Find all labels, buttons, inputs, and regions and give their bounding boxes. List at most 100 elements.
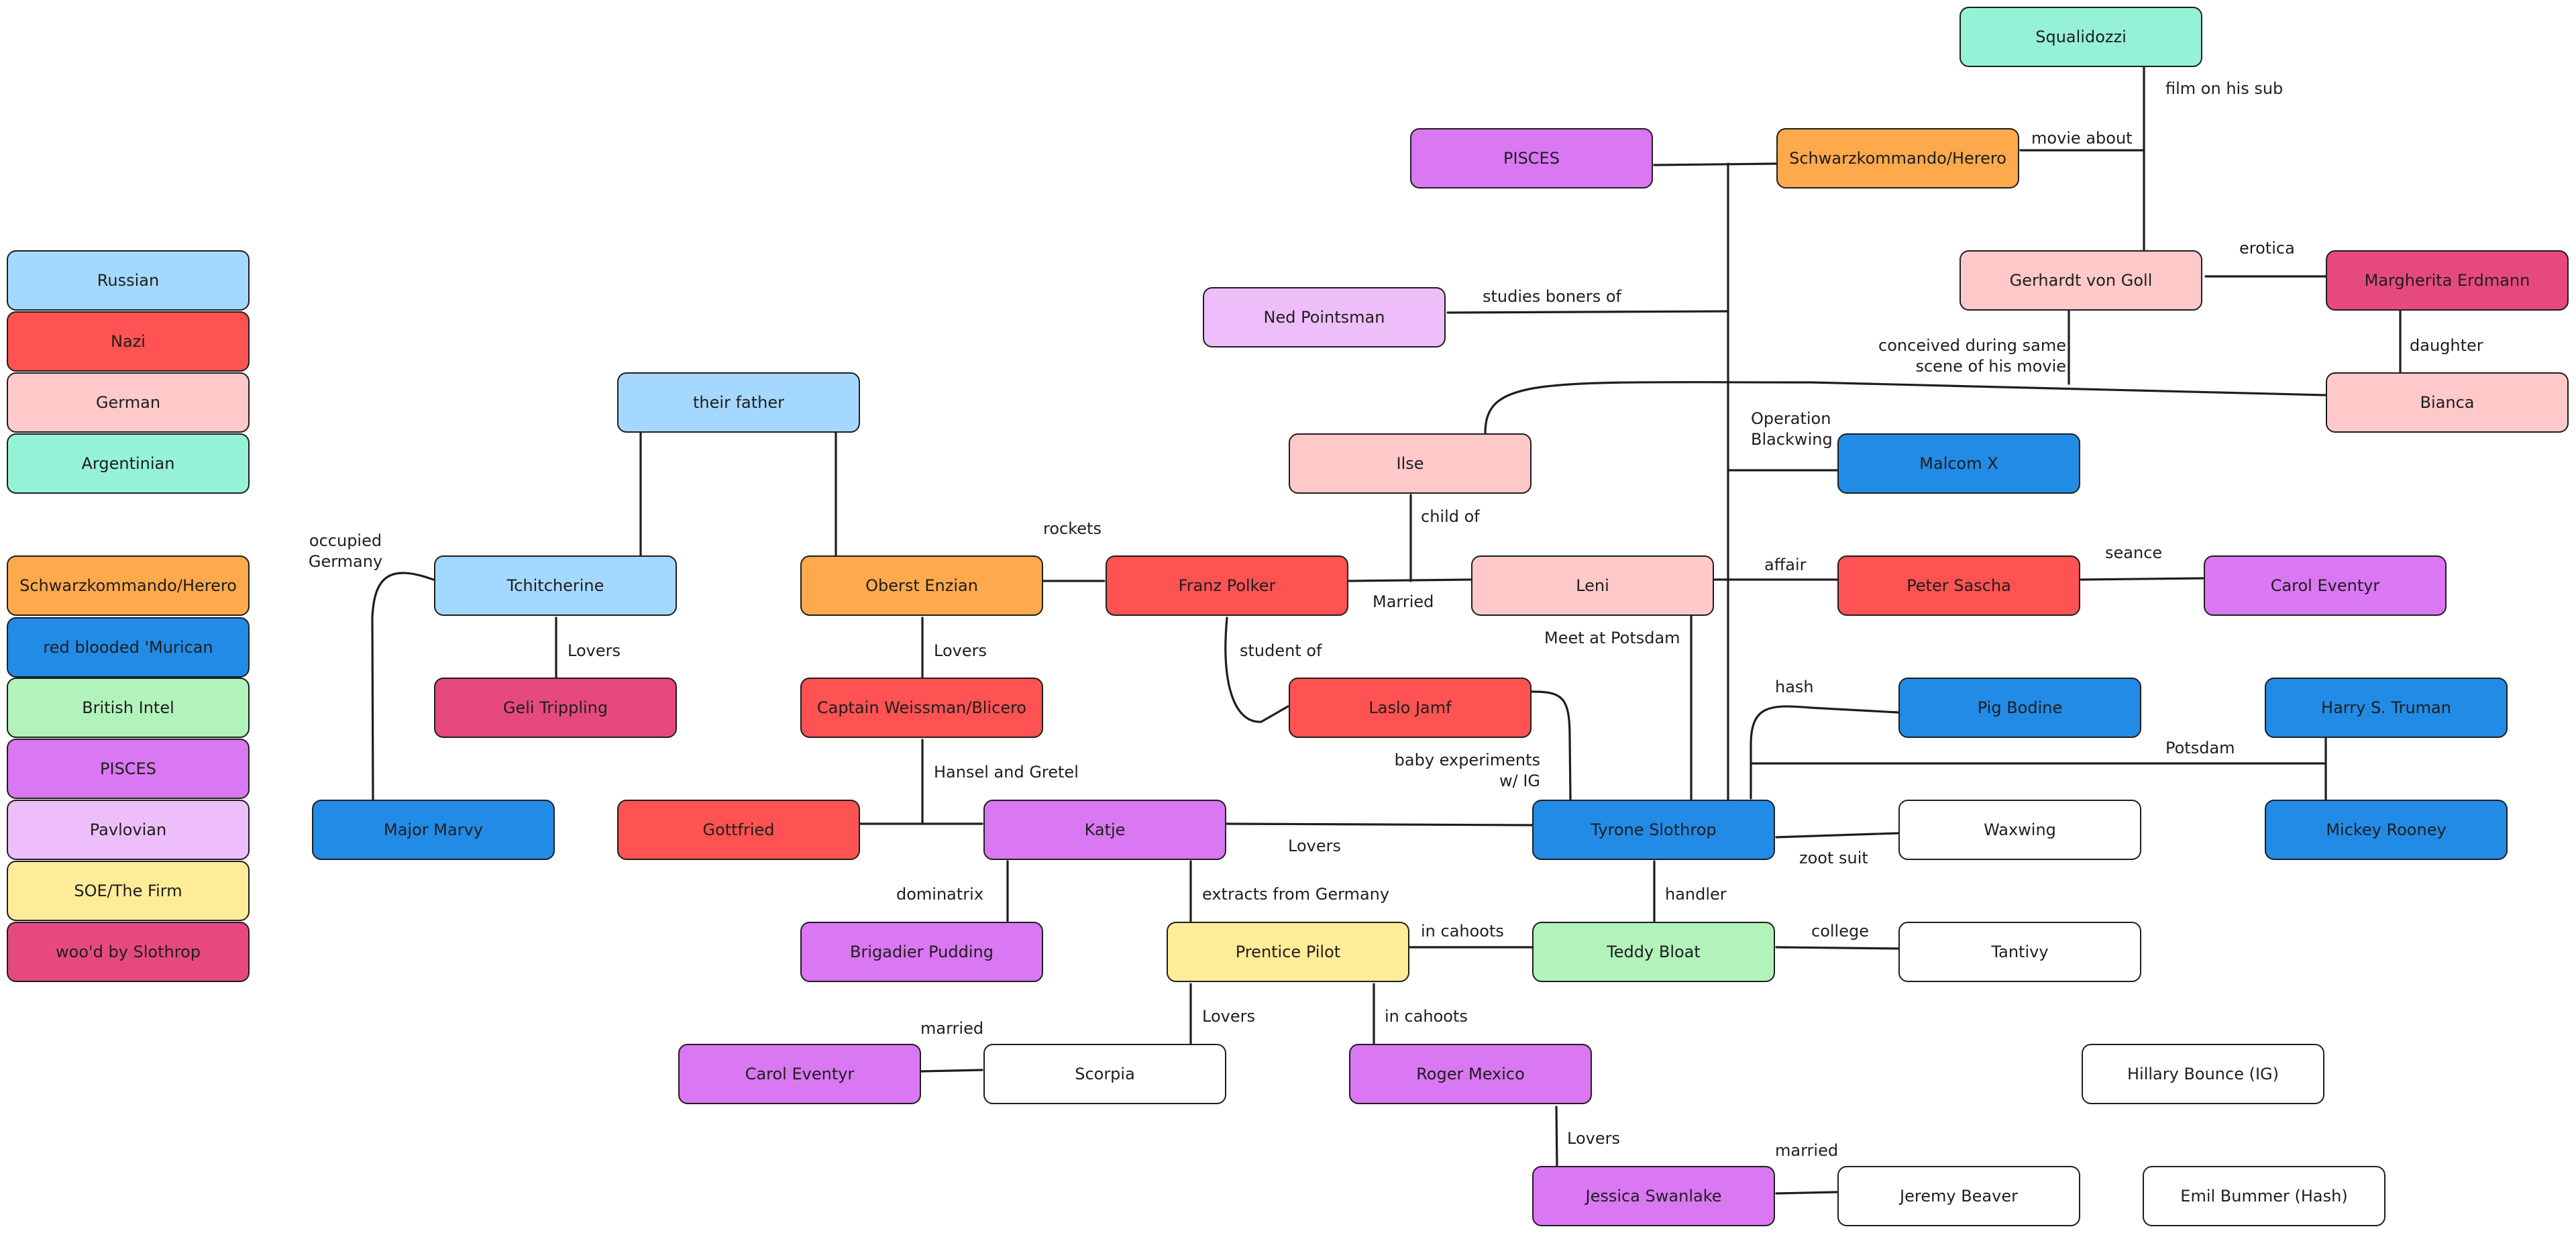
node-katje[interactable]: Katje (983, 800, 1226, 860)
node-geli-trippling[interactable]: Geli Trippling (434, 678, 677, 738)
node-oberst-enzian[interactable]: Oberst Enzian (800, 555, 1043, 616)
label-operation: Operation Blackwing (1751, 409, 1833, 450)
label-meet-potsdam: Meet at Potsdam (1544, 629, 1680, 647)
label-daughter: daughter (2410, 336, 2483, 355)
legend-nazi: Nazi (7, 311, 250, 372)
label-occupied-line2: Germany (308, 552, 383, 571)
edge-polker-jamf (1224, 616, 1289, 723)
node-teddy-bloat[interactable]: Teddy Bloat (1532, 922, 1775, 982)
label-potsdam: Potsdam (2165, 739, 2235, 757)
label-rockets: rockets (1043, 519, 1102, 538)
node-pisces[interactable]: PISCES (1410, 128, 1653, 189)
node-weissman-blicero[interactable]: Captain Weissman/Blicero (800, 678, 1043, 738)
label-baby-line1: baby experiments (1394, 751, 1540, 769)
label-handler: handler (1665, 885, 1727, 904)
node-ned[interactable]: Ned Pointsman (1203, 287, 1446, 347)
label-in-cahoots-bloat: in cahoots (1421, 922, 1504, 941)
label-lovers-katje: Lovers (1288, 837, 1341, 855)
label-married-beaver: married (1775, 1141, 1839, 1160)
label-lovers-enzian: Lovers (934, 641, 987, 660)
legend-british: British Intel (7, 678, 250, 738)
legend-pisces: PISCES (7, 739, 250, 799)
edge-swanlake-beaver (1775, 1191, 1838, 1195)
node-tantivy[interactable]: Tantivy (1898, 922, 2141, 982)
edge-tchitcherine-marvy (371, 572, 435, 801)
node-prentice-pilot[interactable]: Prentice Pilot (1167, 922, 1409, 982)
edge-ned-trunk (1446, 310, 1729, 314)
label-conceived: conceived during same scene of his movie (1865, 335, 2066, 377)
legend-murican: red blooded 'Murican (7, 617, 250, 678)
legend-firm: SOE/The Firm (7, 861, 250, 921)
node-bianca[interactable]: Bianca (2326, 372, 2569, 433)
label-conceived-line1: conceived during same (1878, 336, 2066, 355)
node-jeremy-beaver[interactable]: Jeremy Beaver (1837, 1166, 2080, 1226)
node-gerhardt[interactable]: Gerhardt von Goll (1960, 250, 2202, 311)
label-occupied: occupied Germany (305, 531, 386, 572)
legend-argentinian: Argentinian (7, 433, 250, 494)
edge-sascha-carol (2080, 577, 2204, 581)
legend-german: German (7, 372, 250, 433)
node-scorpia[interactable]: Scorpia (983, 1044, 1226, 1104)
edge-carol-scorpia (920, 1069, 983, 1073)
node-roger-mexico[interactable]: Roger Mexico (1349, 1044, 1592, 1104)
label-hash: hash (1775, 678, 1814, 696)
legend-wooed: woo'd by Slothrop (7, 922, 250, 982)
edge-slothrop-waxwing (1775, 832, 1900, 839)
edge-katje-slothrop (1226, 822, 1534, 826)
label-hansel-gretel: Hansel and Gretel (934, 763, 1079, 782)
label-baby-experiments: baby experiments w/ IG (1342, 750, 1540, 792)
label-student-of: student of (1240, 641, 1322, 660)
node-jessica-swanlake[interactable]: Jessica Swanlake (1532, 1166, 1775, 1226)
node-hillary-bounce[interactable]: Hillary Bounce (IG) (2082, 1044, 2324, 1104)
label-movie-about: movie about (2031, 129, 2133, 148)
node-schwarzkommando[interactable]: Schwarzkommando/Herero (1776, 128, 2019, 189)
node-laslo-jamf[interactable]: Laslo Jamf (1289, 678, 1532, 738)
label-seance: seance (2105, 543, 2163, 562)
label-married-leni: Married (1373, 592, 1434, 611)
label-zoot-suit: zoot suit (1799, 849, 1868, 867)
label-married-scorpia: married (920, 1019, 984, 1038)
node-carol-eventyr-1[interactable]: Carol Eventyr (2204, 555, 2447, 616)
edge-polker-leni (1347, 578, 1472, 582)
label-studies-boners: studies boners of (1483, 287, 1621, 306)
edge-mexico-swanlake (1555, 1106, 1558, 1167)
label-operation-line1: Operation (1751, 409, 1831, 428)
legend-herero: Schwarzkommando/Herero (7, 555, 250, 616)
node-tchitcherine[interactable]: Tchitcherine (434, 555, 677, 616)
label-extracts: extracts from Germany (1202, 885, 1390, 904)
node-malcom-x[interactable]: Malcom X (1837, 433, 2080, 494)
node-peter-sascha[interactable]: Peter Sascha (1837, 555, 2080, 616)
label-occupied-line1: occupied (309, 531, 382, 550)
node-gottfried[interactable]: Gottfried (617, 800, 860, 860)
label-baby-line2: w/ IG (1499, 771, 1540, 790)
node-harry-truman[interactable]: Harry S. Truman (2265, 678, 2508, 738)
label-erotica: erotica (2239, 239, 2295, 258)
node-margherita[interactable]: Margherita Erdmann (2326, 250, 2569, 311)
label-dominatrix: dominatrix (896, 885, 984, 904)
node-squalidozzi[interactable]: Squalidozzi (1960, 7, 2202, 67)
edge-ilse-bianca (1484, 381, 2327, 435)
label-operation-line2: Blackwing (1751, 430, 1833, 449)
edge-slothrop-bodine (1750, 705, 1900, 800)
node-pig-bodine[interactable]: Pig Bodine (1898, 678, 2141, 738)
node-tyrone-slothrop[interactable]: Tyrone Slothrop (1532, 800, 1775, 860)
label-film-on-sub: film on his sub (2165, 79, 2284, 98)
node-waxwing[interactable]: Waxwing (1898, 800, 2141, 860)
label-affair: affair (1764, 555, 1807, 574)
label-lovers-pilot: Lovers (1202, 1007, 1255, 1026)
node-leni[interactable]: Leni (1471, 555, 1714, 616)
edge-pisces-trunk (1653, 162, 1777, 166)
node-major-marvy[interactable]: Major Marvy (312, 800, 555, 860)
label-college: college (1811, 922, 1869, 941)
node-ilse[interactable]: Ilse (1289, 433, 1532, 494)
node-franz-polker[interactable]: Franz Polker (1106, 555, 1348, 616)
legend-russian: Russian (7, 250, 250, 311)
label-lovers-tchitcherine: Lovers (568, 641, 621, 660)
node-mickey-rooney[interactable]: Mickey Rooney (2265, 800, 2508, 860)
node-their-father[interactable]: their father (617, 372, 860, 433)
node-carol-eventyr-2[interactable]: Carol Eventyr (678, 1044, 921, 1104)
node-emil-bummer[interactable]: Emil Bummer (Hash) (2143, 1166, 2385, 1226)
label-child-of: child of (1421, 507, 1480, 526)
node-brigadier-pudding[interactable]: Brigadier Pudding (800, 922, 1043, 982)
